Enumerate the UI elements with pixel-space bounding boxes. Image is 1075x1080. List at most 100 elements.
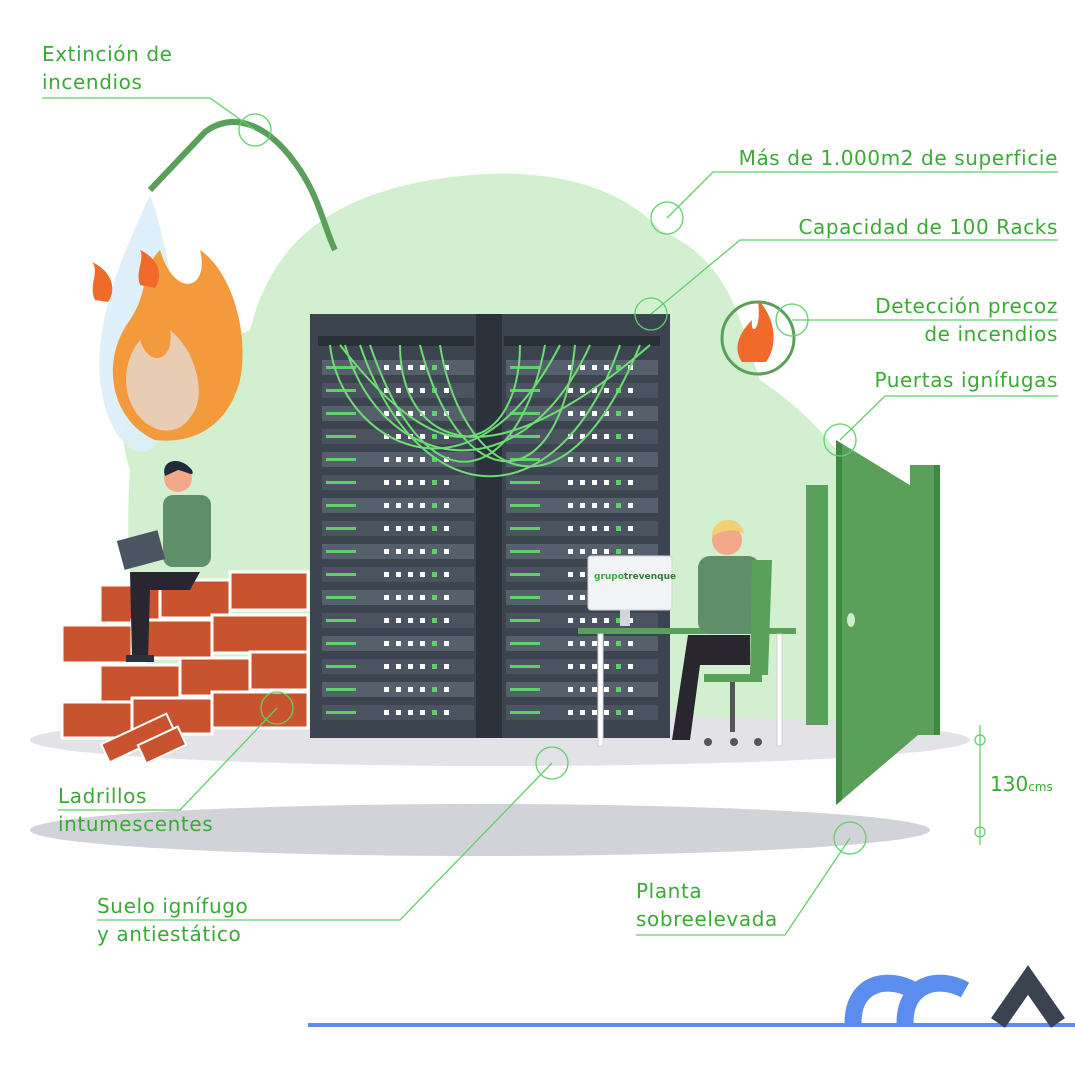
rack-led: [420, 618, 425, 623]
rack-led: [432, 503, 437, 508]
rack-led: [444, 503, 449, 508]
rack-led: [568, 618, 573, 623]
rack-led: [384, 549, 389, 554]
rack-led: [444, 549, 449, 554]
rack-led: [396, 572, 401, 577]
woman-on-wall: [116, 461, 211, 662]
rack-led: [396, 434, 401, 439]
rack-status-light: [326, 642, 356, 645]
rack-led: [420, 434, 425, 439]
rack-led: [408, 480, 413, 485]
rack-led: [628, 526, 633, 531]
desk: [578, 628, 796, 747]
rack-led: [444, 618, 449, 623]
rack-led: [628, 687, 633, 692]
rack-status-light: [510, 481, 540, 484]
rack-led: [580, 595, 585, 600]
rack-led: [444, 457, 449, 462]
rack-led: [604, 664, 609, 669]
rack-led: [396, 457, 401, 462]
rack-led: [384, 434, 389, 439]
rack-status-light: [510, 366, 540, 369]
rack-led: [432, 687, 437, 692]
rack-led: [408, 549, 413, 554]
rack-status-light: [510, 412, 540, 415]
rack-led: [568, 365, 573, 370]
rack-led: [444, 526, 449, 531]
rack-led: [444, 365, 449, 370]
rack-led: [432, 480, 437, 485]
rack-led: [604, 687, 609, 692]
rack-status-light: [510, 619, 540, 622]
rack-led: [408, 595, 413, 600]
rack-status-light: [510, 435, 540, 438]
height-unit: cms: [1028, 780, 1053, 794]
rack-led: [444, 434, 449, 439]
rack-led: [420, 388, 425, 393]
rack-led: [628, 434, 633, 439]
rack-led: [384, 710, 389, 715]
rack-led: [628, 710, 633, 715]
rack-led: [432, 434, 437, 439]
rack-led: [592, 641, 597, 646]
rack-led: [384, 595, 389, 600]
rack-led: [604, 549, 609, 554]
rack-led: [616, 687, 621, 692]
rack-led: [444, 595, 449, 600]
rack-led: [408, 687, 413, 692]
rack-led: [604, 457, 609, 462]
rack-status-light: [510, 665, 540, 668]
rack-led: [384, 572, 389, 577]
rack-led: [592, 365, 597, 370]
rack-led: [580, 549, 585, 554]
rack-led: [420, 365, 425, 370]
rack-led: [408, 503, 413, 508]
rack-status-light: [326, 711, 356, 714]
rack-led: [568, 572, 573, 577]
rack-status-light: [326, 688, 356, 691]
rack-led: [420, 572, 425, 577]
label-puertas: Puertas ignífugas: [874, 368, 1058, 392]
rack-led: [628, 388, 633, 393]
rack-led: [396, 388, 401, 393]
rack-led: [444, 664, 449, 669]
rack-led: [420, 687, 425, 692]
rack-led: [628, 503, 633, 508]
rack-led: [592, 618, 597, 623]
rack-led: [616, 457, 621, 462]
fire-door: [806, 440, 940, 805]
small-flame-2: [138, 250, 160, 288]
rack-status-light: [510, 688, 540, 691]
rack-led: [568, 549, 573, 554]
rack-led: [420, 480, 425, 485]
rack-status-light: [326, 504, 356, 507]
rack-led: [420, 457, 425, 462]
rack-led: [568, 641, 573, 646]
label-racks: Capacidad de 100 Racks: [798, 215, 1058, 239]
rack-led: [408, 710, 413, 715]
rack-led: [420, 710, 425, 715]
rack-led: [568, 710, 573, 715]
rack-led: [384, 641, 389, 646]
rack-units: [322, 360, 658, 720]
rack-status-light: [326, 665, 356, 668]
rack-status-light: [510, 527, 540, 530]
rack-led: [444, 572, 449, 577]
rack-led: [384, 503, 389, 508]
rack-led: [396, 595, 401, 600]
rack-led: [408, 457, 413, 462]
rack-led: [592, 549, 597, 554]
rack-led: [444, 388, 449, 393]
rack-led: [408, 411, 413, 416]
rack-status-light: [510, 504, 540, 507]
rack-status-light: [510, 550, 540, 553]
rack-led: [604, 365, 609, 370]
rack-status-light: [510, 596, 540, 599]
rack-status-light: [510, 573, 540, 576]
rack-status-light: [326, 550, 356, 553]
rack-led: [592, 503, 597, 508]
rack-led: [592, 411, 597, 416]
